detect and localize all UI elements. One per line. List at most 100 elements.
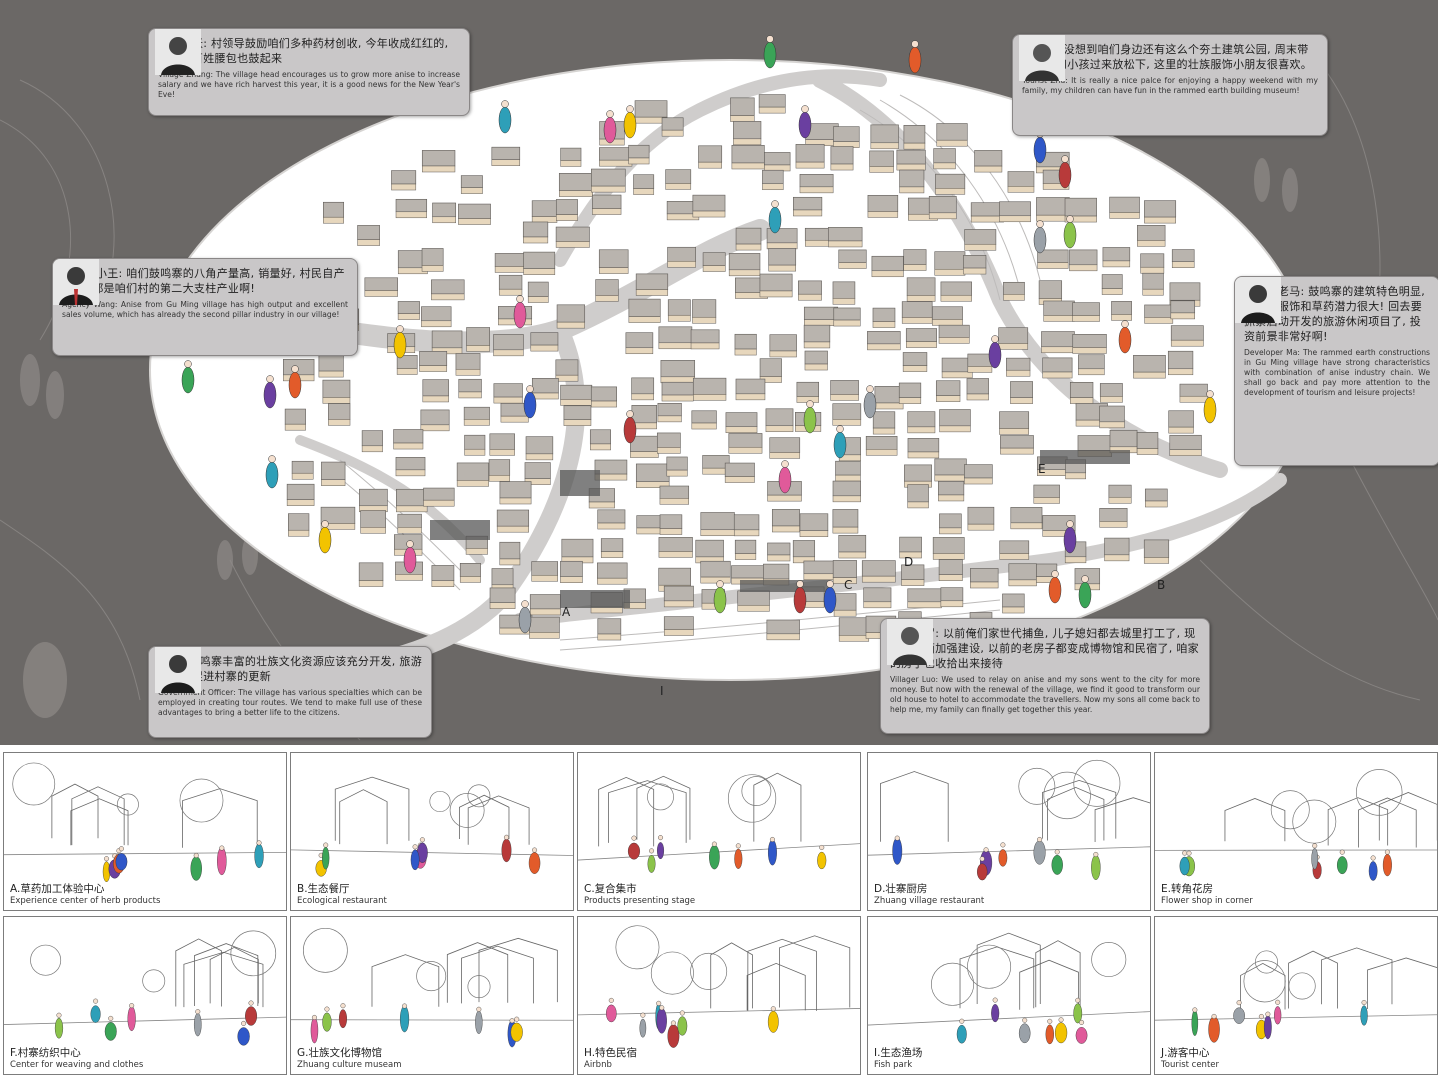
house-block (901, 564, 925, 586)
building-outline (339, 789, 388, 845)
house-block (869, 150, 894, 173)
house-block (907, 411, 936, 434)
house-block (939, 513, 962, 535)
person-head (193, 852, 199, 858)
house-block (661, 117, 684, 137)
person-figure (1311, 848, 1319, 870)
person-head (93, 998, 99, 1004)
person-figure (833, 425, 847, 459)
background-figures (20, 158, 1298, 718)
house-block (1142, 272, 1164, 296)
person-figure (104, 1022, 117, 1041)
person-figure (998, 849, 1008, 867)
person-figure (768, 839, 777, 866)
person-figure (518, 600, 532, 634)
house-block (665, 169, 692, 190)
house-block (466, 327, 490, 352)
house-block (522, 221, 549, 244)
building-outline (598, 776, 655, 847)
house-block (1144, 304, 1174, 324)
house-block (832, 281, 856, 305)
building-outline (1240, 962, 1286, 1010)
house-block (735, 277, 768, 299)
building-outline (51, 783, 99, 839)
house-block (865, 436, 898, 456)
person-figure (1118, 320, 1132, 354)
person-head (1236, 1000, 1242, 1006)
tree-sketch (416, 961, 447, 992)
house-block (1041, 331, 1075, 354)
person-figure (988, 335, 1002, 369)
house-block (286, 483, 315, 506)
building-outline (636, 775, 691, 840)
panel-title-en: Ecological restaurant (297, 896, 387, 906)
house-block (906, 277, 936, 302)
person-figure (677, 1016, 688, 1036)
quote-en: Government Officer: The village has vari… (158, 688, 422, 717)
house-block (1010, 507, 1043, 530)
tree-sketch (12, 762, 56, 806)
house-block (667, 246, 696, 268)
building-blocks (283, 94, 1208, 642)
person-head (1192, 1007, 1198, 1013)
building-outline (710, 942, 753, 1009)
house-block (555, 199, 578, 221)
quote-zh: 开发商老马: 鼓鸣寨的建筑特色明显, 这里的服饰和草药潜力很大! 回去要抓紧启动… (1244, 285, 1426, 343)
zone-letter-b: B (1157, 578, 1166, 592)
house-block (830, 380, 859, 401)
house-block (489, 433, 515, 456)
house-block (938, 481, 965, 502)
house-block (838, 617, 870, 642)
house-block (320, 506, 356, 530)
house-block (735, 378, 766, 401)
house-block (700, 560, 731, 584)
tree-sketch (467, 784, 491, 808)
person-head (248, 1000, 254, 1006)
person-head (1265, 1011, 1271, 1017)
person-figure (1179, 856, 1190, 876)
house-block (630, 435, 659, 458)
house-block (494, 253, 529, 273)
crop-fields (430, 450, 1130, 608)
house-block (766, 619, 800, 641)
person-head (419, 837, 425, 843)
building-outline (371, 954, 440, 1007)
house-block (999, 411, 1030, 435)
person-figure (1336, 856, 1348, 875)
house-block (529, 594, 561, 616)
building-outline (608, 780, 687, 843)
panel-title-zh: E.转角花房 (1161, 883, 1213, 895)
house-block (493, 383, 523, 404)
person-figure (1054, 1022, 1068, 1044)
ground-line (4, 1016, 286, 1025)
house-block (833, 126, 860, 148)
house-block (288, 513, 310, 537)
house-block (323, 201, 345, 224)
panel-title-en: Zhuang culture museam (297, 1060, 402, 1070)
house-block (488, 459, 511, 482)
person-head (340, 1003, 346, 1009)
person-figure (768, 200, 782, 234)
person-figure (523, 385, 537, 419)
building-outline (458, 794, 510, 840)
house-block (1109, 429, 1138, 454)
panel-title-en: Center for weaving and clothes (10, 1060, 144, 1070)
tree-sketch (615, 925, 660, 970)
sketch (291, 927, 573, 1048)
building-outline (880, 771, 949, 842)
house-block (735, 227, 762, 251)
person-figure (513, 295, 527, 329)
house-block (597, 509, 626, 530)
building-outline (1019, 959, 1079, 1010)
house-block (491, 146, 521, 166)
house-block (628, 144, 650, 165)
tree-sketch (179, 778, 224, 823)
tree-sketch (429, 790, 451, 813)
house-block (597, 562, 628, 585)
house-block (966, 378, 989, 401)
building-outline (175, 938, 222, 1007)
house-block (974, 150, 1003, 173)
